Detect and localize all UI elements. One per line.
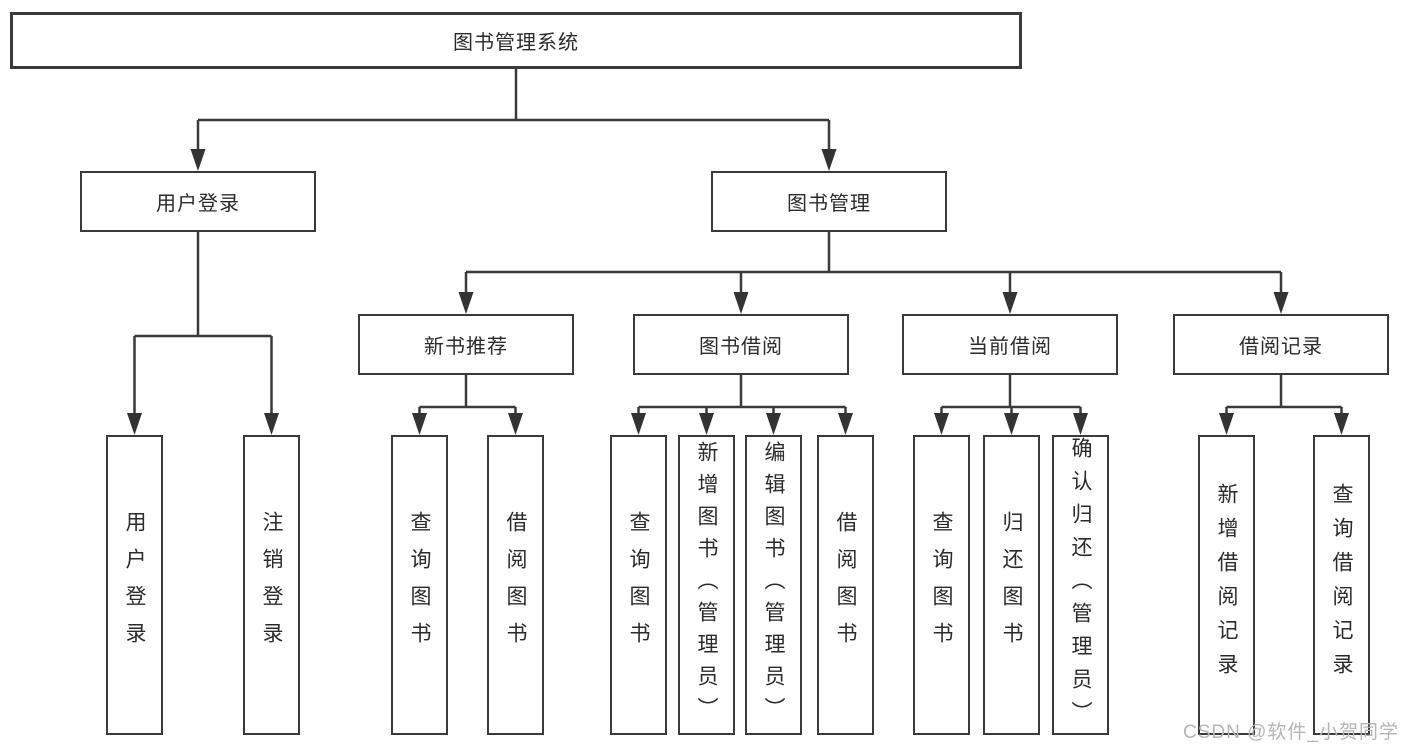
- leaf-records-query-label: 查询借阅记录: [1330, 483, 1353, 687]
- leaf-bookborrow-edit-label: 编辑图书（管理员）: [762, 441, 785, 729]
- leaf-records-add: 新增借阅记录: [1198, 435, 1255, 735]
- node-book-borrow: 图书借阅: [633, 314, 849, 375]
- leaf-newbooks-query-label: 查询图书: [408, 511, 431, 659]
- leaf-logout: 注销登录: [243, 435, 300, 735]
- watermark: CSDN @软件_小贺同学: [1183, 722, 1399, 743]
- node-borrow-records: 借阅记录: [1173, 314, 1389, 375]
- node-root-title: 图书管理系统: [10, 12, 1022, 69]
- leaf-bookborrow-add-label: 新增图书（管理员）: [695, 441, 718, 729]
- leaf-bookborrow-edit: 编辑图书（管理员）: [745, 435, 802, 735]
- node-new-books: 新书推荐: [358, 314, 574, 375]
- leaf-current-confirm: 确认归还（管理员）: [1052, 435, 1109, 735]
- leaf-current-confirm-label: 确认归还（管理员）: [1069, 436, 1092, 734]
- node-book-mgmt: 图书管理: [711, 171, 947, 232]
- leaf-current-query: 查询图书: [913, 435, 970, 735]
- leaf-bookborrow-borrow: 借阅图书: [817, 435, 874, 735]
- leaf-records-add-label: 新增借阅记录: [1215, 483, 1238, 687]
- leaf-current-return-label: 归还图书: [1000, 511, 1023, 659]
- leaf-user-login-label: 用户登录: [123, 511, 146, 659]
- leaf-current-return: 归还图书: [983, 435, 1040, 735]
- leaf-bookborrow-query-label: 查询图书: [627, 511, 650, 659]
- leaf-current-query-label: 查询图书: [930, 511, 953, 659]
- leaf-records-query: 查询借阅记录: [1313, 435, 1370, 735]
- leaf-logout-label: 注销登录: [260, 511, 283, 659]
- leaf-bookborrow-query: 查询图书: [610, 435, 667, 735]
- leaf-user-login: 用户登录: [106, 435, 163, 735]
- leaf-newbooks-borrow-label: 借阅图书: [504, 511, 527, 659]
- leaf-newbooks-query: 查询图书: [391, 435, 448, 735]
- arrowheads: [127, 149, 1349, 435]
- leaf-newbooks-borrow: 借阅图书: [487, 435, 544, 735]
- node-current-borrow: 当前借阅: [902, 314, 1118, 375]
- leaf-bookborrow-borrow-label: 借阅图书: [834, 511, 857, 659]
- leaf-bookborrow-add: 新增图书（管理员）: [678, 435, 735, 735]
- node-user-login: 用户登录: [80, 171, 316, 232]
